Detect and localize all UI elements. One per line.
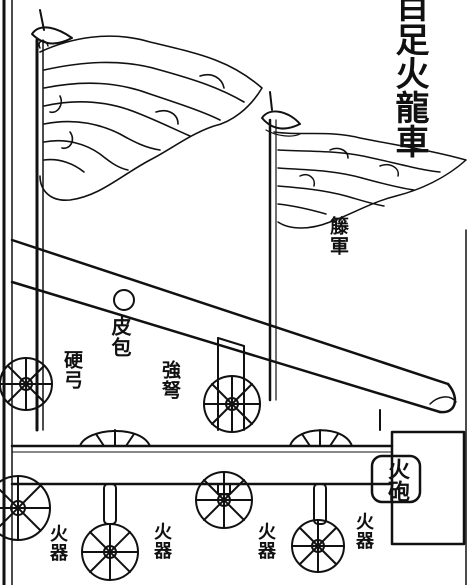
- gun-housing: [370, 430, 466, 546]
- gun-housing-plaque-text: 火砲: [384, 458, 410, 502]
- banner-right: [273, 131, 467, 229]
- label-tengjun: 籐軍: [327, 216, 349, 256]
- wheel-upper-center-icon: [203, 375, 261, 433]
- label-huoqi-1: 火器: [47, 524, 68, 562]
- wheel-lower-2-icon: [81, 523, 139, 581]
- flag-finial-right-icon: [261, 91, 301, 137]
- label-huoqi-2: 火器: [151, 522, 172, 560]
- banner-left: [39, 35, 263, 201]
- wheel-upper-mid-icon: [79, 429, 151, 447]
- label-huoqi-3: 火器: [255, 522, 276, 560]
- illustration-title: 百足火龍車: [389, 0, 429, 158]
- label-yingong: 硬弓: [61, 350, 83, 390]
- label-pibao: 皮包: [108, 316, 132, 358]
- leather-pouch-icon: [113, 289, 135, 311]
- wheel-lower-left-icon: [0, 475, 51, 541]
- label-huoqi-4: 火器: [353, 512, 374, 550]
- wheel-lower-3-icon: [195, 471, 253, 529]
- wheel-lower-4-icon: [291, 519, 345, 573]
- wheel-upper-left-icon: [0, 357, 53, 411]
- wheel-upper-right-icon: [289, 429, 353, 447]
- flag-finial-left-icon: [31, 9, 73, 49]
- flag-pole-right: [268, 118, 277, 402]
- label-qiangnu: 強弩: [159, 360, 181, 400]
- slanted-beam: [10, 238, 457, 414]
- cart-body: [10, 444, 394, 486]
